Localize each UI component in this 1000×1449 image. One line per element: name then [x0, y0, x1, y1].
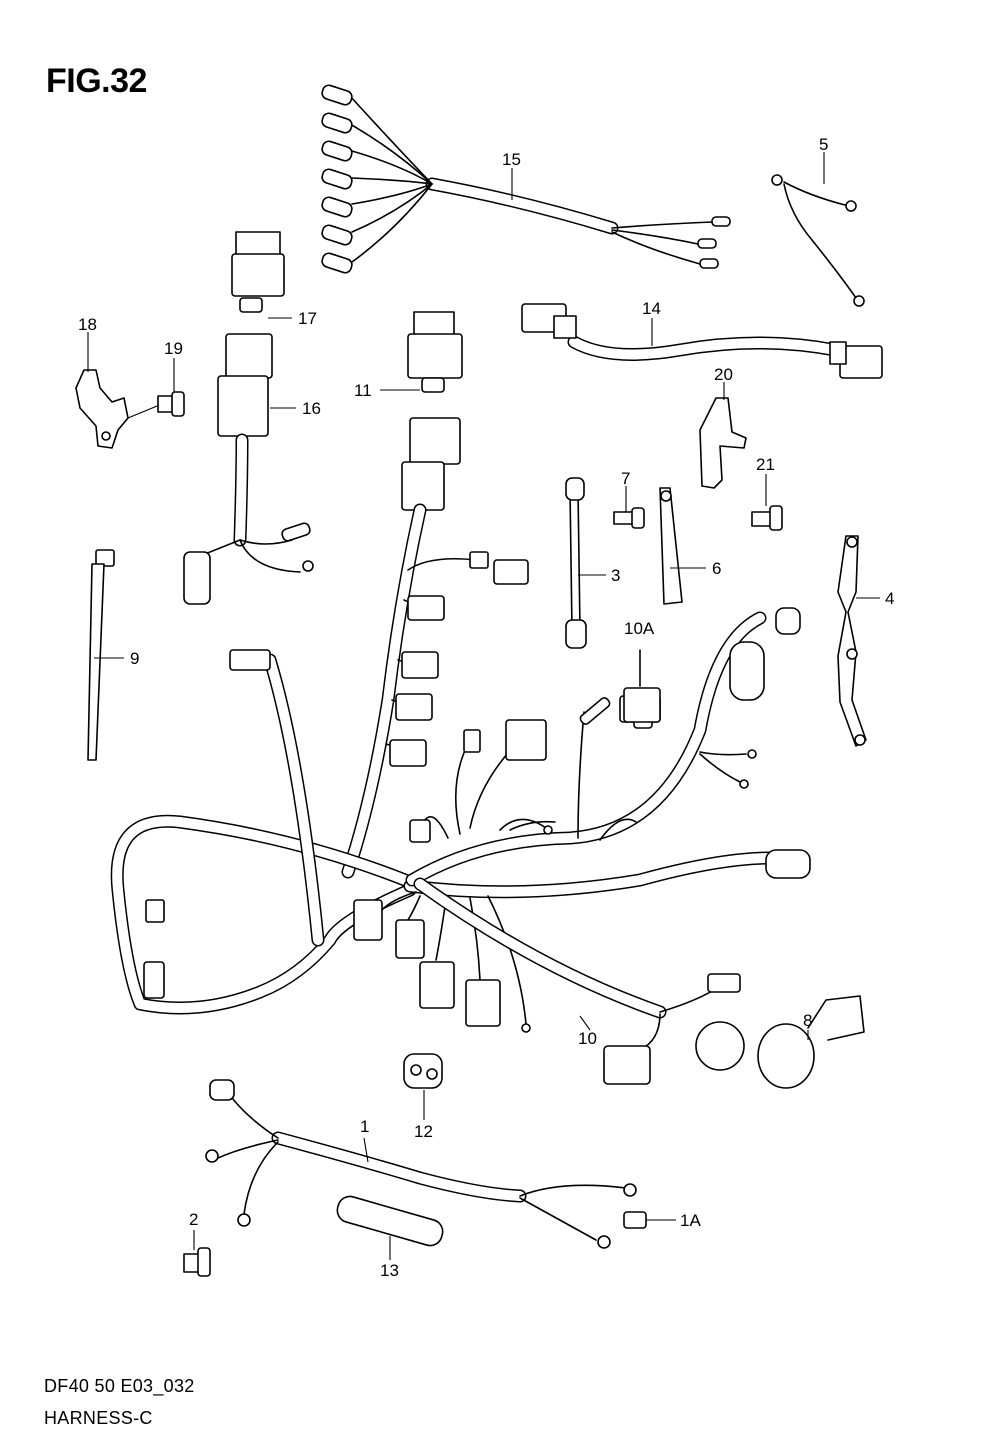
part-1-ground-lead[interactable]	[205, 1079, 637, 1249]
part-3-cord[interactable]	[565, 477, 587, 649]
callout-4: 4	[885, 589, 894, 608]
part-15-lead-harness[interactable]	[321, 84, 731, 275]
callout-10a: 10A	[624, 619, 655, 638]
part-18-bracket[interactable]	[75, 369, 129, 449]
part-10-main-harness[interactable]	[110, 417, 811, 1085]
callout-1: 1	[360, 1117, 369, 1136]
callout-15: 15	[502, 150, 521, 169]
callout-7: 7	[621, 469, 630, 488]
callout-16: 16	[302, 399, 321, 418]
part-19-bolt[interactable]	[127, 391, 185, 419]
part-11-relay[interactable]	[407, 311, 463, 393]
callout-18: 18	[78, 315, 97, 334]
part-20-bracket[interactable]	[699, 397, 747, 489]
part-4-ground-strap[interactable]	[837, 535, 867, 747]
callout-14: 14	[642, 299, 661, 318]
callout-10: 10	[578, 1029, 597, 1048]
part-21-bolt[interactable]	[751, 505, 783, 531]
part-1a-nut[interactable]	[623, 1211, 647, 1229]
part-7-screw[interactable]	[613, 507, 645, 529]
part-2-bolt[interactable]	[183, 1247, 211, 1277]
callout-labels: 15 5 14 17 16 18 19 11 20 7 21 3 6 4 9 1…	[78, 135, 894, 1280]
callout-3: 3	[611, 566, 620, 585]
callout-5: 5	[819, 135, 828, 154]
figure-title: FIG.32	[46, 62, 147, 100]
part-14-coupler-lead[interactable]	[521, 303, 883, 379]
leader-lines	[87, 152, 880, 1260]
part-9-cable-tie[interactable]	[87, 549, 115, 761]
callout-6: 6	[712, 559, 721, 578]
callout-19: 19	[164, 339, 183, 358]
part-13-tube[interactable]	[335, 1194, 446, 1249]
callout-1a: 1A	[680, 1211, 701, 1230]
callout-21: 21	[756, 455, 775, 474]
callout-11: 11	[354, 381, 372, 400]
part-12-grommet[interactable]	[403, 1053, 443, 1089]
part-5-ground-lead[interactable]	[771, 174, 865, 307]
callout-2: 2	[189, 1210, 198, 1229]
callout-13: 13	[380, 1261, 399, 1280]
part-6-clamp-strap[interactable]	[659, 487, 683, 605]
part-10a-connector[interactable]	[623, 649, 661, 723]
callout-12: 12	[414, 1122, 433, 1141]
diagram-name: HARNESS-C	[44, 1408, 153, 1428]
part-16-relay-socket[interactable]	[183, 333, 314, 605]
callout-9: 9	[130, 649, 139, 668]
callout-20: 20	[714, 365, 733, 384]
callout-17: 17	[298, 309, 317, 328]
diagram-code: DF40 50 E03_032	[44, 1376, 195, 1396]
part-17-relay[interactable]	[231, 231, 285, 313]
part-8-cap[interactable]	[757, 995, 865, 1089]
callout-8: 8	[803, 1011, 812, 1030]
